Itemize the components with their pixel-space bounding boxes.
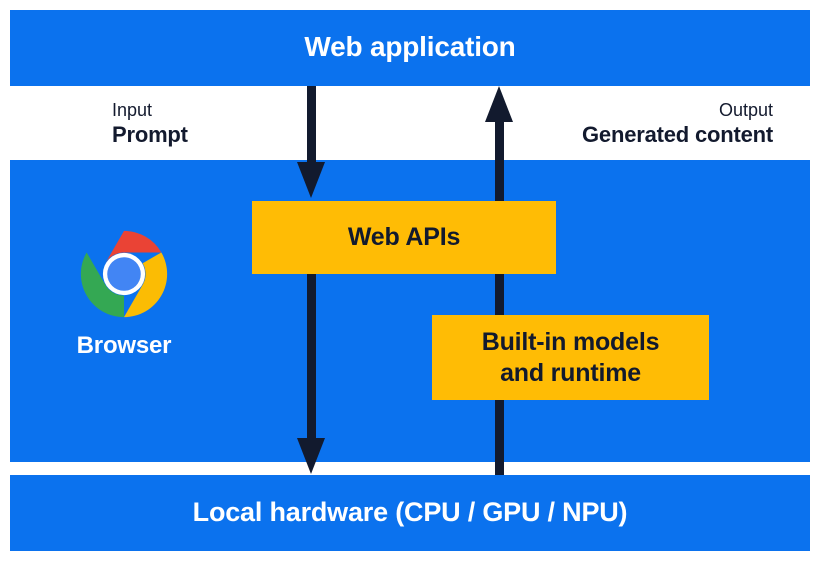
down-arrow-line-lower xyxy=(307,274,316,442)
input-kind: Input xyxy=(112,100,153,120)
input-value: Prompt xyxy=(112,121,188,147)
builtin-models-box[interactable]: Built-in models and runtime xyxy=(432,315,709,400)
local-hardware-band xyxy=(10,475,810,551)
builtin-models-line1: Built-in models xyxy=(481,327,660,356)
browser-group: Browser xyxy=(39,228,209,380)
input-label: Input Prompt xyxy=(112,100,188,149)
web-application-band xyxy=(10,10,810,86)
down-arrow-head-upper xyxy=(297,162,325,198)
builtin-models-line2: and runtime xyxy=(500,358,641,387)
up-arrow-line xyxy=(495,118,504,475)
browser-label: Browser xyxy=(76,332,172,359)
web-apis-label: Web APIs xyxy=(347,223,461,251)
up-arrow-head xyxy=(485,86,513,122)
web-apis-box[interactable]: Web APIs xyxy=(252,201,556,274)
down-arrow-head-lower xyxy=(297,438,325,474)
builtin-models-label: Built-in models and runtime xyxy=(482,327,660,389)
local-hardware-label: Local hardware (CPU / GPU / NPU) xyxy=(192,497,628,527)
down-arrow-line-upper xyxy=(307,86,316,168)
chrome-icon xyxy=(80,230,168,318)
output-label: Output Generated content xyxy=(582,100,773,149)
web-application-label: Web application xyxy=(304,31,516,62)
output-value: Generated content xyxy=(582,121,773,147)
output-kind: Output xyxy=(718,100,773,120)
